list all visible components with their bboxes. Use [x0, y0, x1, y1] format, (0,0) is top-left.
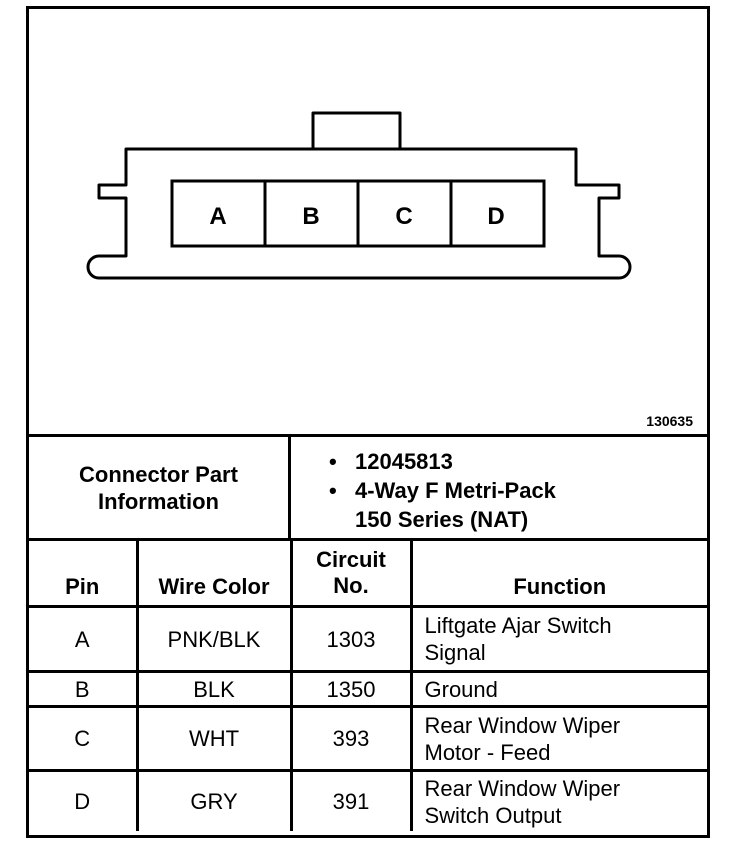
cell-function: Liftgate Ajar Switch Signal	[409, 605, 707, 673]
cell-circuit: 1303	[289, 605, 413, 673]
part-number-item: • 12045813	[329, 447, 556, 476]
pin-label-b: B	[302, 203, 319, 230]
cell-circuit: 1350	[289, 670, 413, 708]
bullet-icon: •	[329, 449, 337, 474]
cell-wire-color: BLK	[135, 670, 293, 708]
connector-info-list: • 12045813 • 4-Way F Metri-Pack 150 Seri…	[329, 447, 556, 534]
figure-id: 130635	[646, 413, 693, 429]
cell-wire-color: PNK/BLK	[135, 605, 293, 673]
cell-pin: B	[29, 670, 139, 708]
cell-function: Rear Window Wiper Switch Output	[409, 769, 707, 831]
header-circuit-no: Circuit No.	[289, 541, 413, 608]
cell-function: Rear Window Wiper Motor - Feed	[409, 705, 707, 772]
table-row: C WHT 393 Rear Window Wiper Motor - Feed	[29, 705, 707, 772]
pinout-table: Pin Wire Color Circuit No. Function A PN…	[29, 541, 707, 831]
connector-info-label: Connector Part Information	[29, 437, 291, 538]
connector-type: 4-Way F Metri-Pack 150 Series (NAT)	[355, 478, 556, 532]
pin-label-d: D	[487, 203, 504, 230]
connector-drawing: A B C D	[86, 111, 632, 280]
pin-label-c: C	[395, 203, 412, 230]
table-header-row: Pin Wire Color Circuit No. Function	[29, 541, 707, 608]
connector-outline	[86, 111, 632, 280]
connector-diagram: A B C D 130635	[29, 9, 707, 434]
cell-wire-color: WHT	[135, 705, 293, 772]
cell-circuit: 391	[289, 769, 413, 831]
cell-wire-color: GRY	[135, 769, 293, 831]
header-pin: Pin	[29, 541, 139, 608]
part-number: 12045813	[355, 449, 453, 474]
pin-label-a: A	[209, 203, 226, 230]
header-function: Function	[409, 541, 707, 608]
table-row: B BLK 1350 Ground	[29, 670, 707, 708]
connector-sheet: A B C D 130635 Connector Part Informatio…	[26, 6, 710, 838]
connector-info-row: Connector Part Information • 12045813 • …	[29, 434, 707, 541]
table-row: A PNK/BLK 1303 Liftgate Ajar Switch Sign…	[29, 605, 707, 673]
bullet-icon: •	[329, 478, 337, 503]
cell-pin: C	[29, 705, 139, 772]
cell-pin: A	[29, 605, 139, 673]
table-row: D GRY 391 Rear Window Wiper Switch Outpu…	[29, 769, 707, 831]
connector-type-item: • 4-Way F Metri-Pack 150 Series (NAT)	[329, 476, 556, 534]
cell-function: Ground	[409, 670, 707, 708]
header-wire-color: Wire Color	[135, 541, 293, 608]
cell-circuit: 393	[289, 705, 413, 772]
cell-pin: D	[29, 769, 139, 831]
